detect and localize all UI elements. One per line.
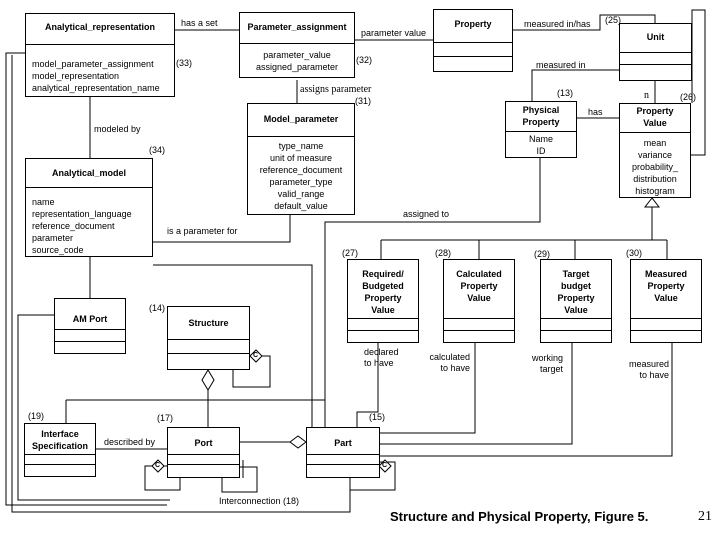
c-marker-part: C <box>382 462 388 469</box>
class-title: Parameter_assignment <box>247 22 347 32</box>
class-number: (27) <box>342 248 359 258</box>
class-attributes: model_parameter_assignment model_represe… <box>32 59 160 93</box>
amport-loop-line <box>17 314 170 501</box>
figure-caption: Structure and Physical Property, Figure … <box>390 509 649 524</box>
class-target-budget-property-value[interactable]: Target budget Property Value <box>540 259 612 343</box>
label-is-a-parameter-for: is a parameter for <box>167 226 238 236</box>
class-parameter-assignment[interactable]: Parameter_assignment parameter_value ass… <box>239 12 355 78</box>
label-declared-to-have: declared to have <box>364 347 399 368</box>
class-number: (14) <box>149 303 166 313</box>
class-physical-property[interactable]: Physical Property Name ID <box>505 101 577 158</box>
class-number: (29) <box>534 249 551 259</box>
is-a-parameter-for-line <box>153 215 291 243</box>
class-number: (33) <box>176 58 193 68</box>
assigned-to-line <box>324 158 541 427</box>
class-attributes: mean variance probability_ distribution … <box>631 138 679 196</box>
class-title: AM Port <box>72 314 108 324</box>
class-number: (26) <box>680 92 697 102</box>
class-interface-specification[interactable]: Interface Specification <box>24 423 96 477</box>
interconnection-line <box>221 466 258 493</box>
class-number: (32) <box>356 55 373 65</box>
label-described-by: described by <box>104 437 156 447</box>
structure-self-loop <box>232 355 271 388</box>
class-number: (13) <box>557 88 574 98</box>
label-assigns-parameter: assigns parameter <box>300 84 372 95</box>
generalization-triangle <box>643 197 661 208</box>
class-title: Target budget Property Value <box>557 269 595 315</box>
class-number: (19) <box>28 411 45 421</box>
class-unit[interactable]: Unit <box>619 23 692 81</box>
c-marker-port: C <box>155 462 161 469</box>
part-diamond <box>289 435 307 449</box>
class-am-port[interactable]: AM Port <box>54 298 126 354</box>
structure-diamond <box>201 369 215 391</box>
label-measured-in: measured in <box>536 60 586 70</box>
class-number: (17) <box>157 413 174 423</box>
label-assigned-to: assigned to <box>403 209 450 219</box>
class-number: (28) <box>435 248 452 258</box>
class-attributes: type_name unit of measure reference_docu… <box>259 141 343 211</box>
page-number: 21 <box>698 509 712 524</box>
class-number: (15) <box>369 412 386 422</box>
label-modeled-by: modeled by <box>94 124 141 134</box>
label-working-target: working target <box>531 353 563 374</box>
class-required-budgeted-property-value[interactable]: Required/ Budgeted Property Value <box>347 259 419 343</box>
class-title: Calculated Property Value <box>456 269 502 303</box>
label-has: has <box>588 107 603 117</box>
property-loop-line <box>691 9 706 156</box>
constraint-markers <box>151 349 392 473</box>
measured-in-line <box>531 69 620 103</box>
class-title: Analytical_model <box>51 168 127 178</box>
class-property[interactable]: Property <box>433 9 513 72</box>
class-title: Property <box>454 19 492 29</box>
c-marker-structure: C <box>253 352 259 359</box>
class-title: Model_parameter <box>263 114 339 124</box>
class-title: Measured Property Value <box>644 269 688 303</box>
class-title: Port <box>194 438 213 448</box>
class-number: (30) <box>626 248 643 258</box>
outer-loop-line <box>5 52 167 506</box>
label-measured-to-have: measured to have <box>628 359 669 380</box>
class-calculated-property-value[interactable]: Calculated Property Value <box>443 259 515 343</box>
class-number: (34) <box>149 145 166 155</box>
working-target-line <box>380 343 573 445</box>
class-attributes: parameter_value assigned_parameter <box>255 50 339 72</box>
class-title: Structure <box>188 318 229 328</box>
part-outer-line <box>11 55 351 513</box>
class-structure[interactable]: Structure <box>167 306 250 370</box>
class-analytical-model[interactable]: Analytical_model name representation_lan… <box>25 158 153 257</box>
declared-line <box>356 343 379 427</box>
property-unit-line <box>513 14 656 31</box>
class-port[interactable]: Port <box>167 427 240 478</box>
class-part[interactable]: Part <box>306 427 380 478</box>
class-number: (25) <box>605 15 622 25</box>
class-property-value[interactable]: Property Value mean variance probability… <box>619 103 691 198</box>
label-calculated-to-have: calculated to have <box>429 352 470 373</box>
class-title: Property Value <box>636 106 674 128</box>
class-title: Analytical_representation <box>44 22 156 32</box>
label-has-a-set: has a set <box>181 18 218 28</box>
class-title: Interface Specification <box>31 429 88 451</box>
label-n: n <box>644 90 649 101</box>
label-measured-in-has: measured in/has <box>524 19 591 29</box>
class-title: Unit <box>646 32 665 42</box>
label-interconnection: Interconnection (18) <box>219 496 300 506</box>
model-part-line <box>153 264 313 427</box>
class-title: Required/ Budgeted Property Value <box>362 269 404 315</box>
class-title: Part <box>334 438 352 448</box>
class-attributes: Name ID <box>528 134 553 156</box>
label-parameter-value: parameter value <box>361 28 427 38</box>
measured-line <box>380 343 673 457</box>
class-measured-property-value[interactable]: Measured Property Value <box>630 259 702 343</box>
calculated-line <box>380 343 476 434</box>
class-attributes: name representation_language reference_d… <box>32 197 132 255</box>
class-number: (31) <box>355 96 372 106</box>
class-analytical-representation[interactable]: Analytical_representation model_paramete… <box>25 13 175 97</box>
class-model-parameter[interactable]: Model_parameter type_name unit of measur… <box>247 103 355 215</box>
class-title: Physical Property <box>522 105 560 127</box>
